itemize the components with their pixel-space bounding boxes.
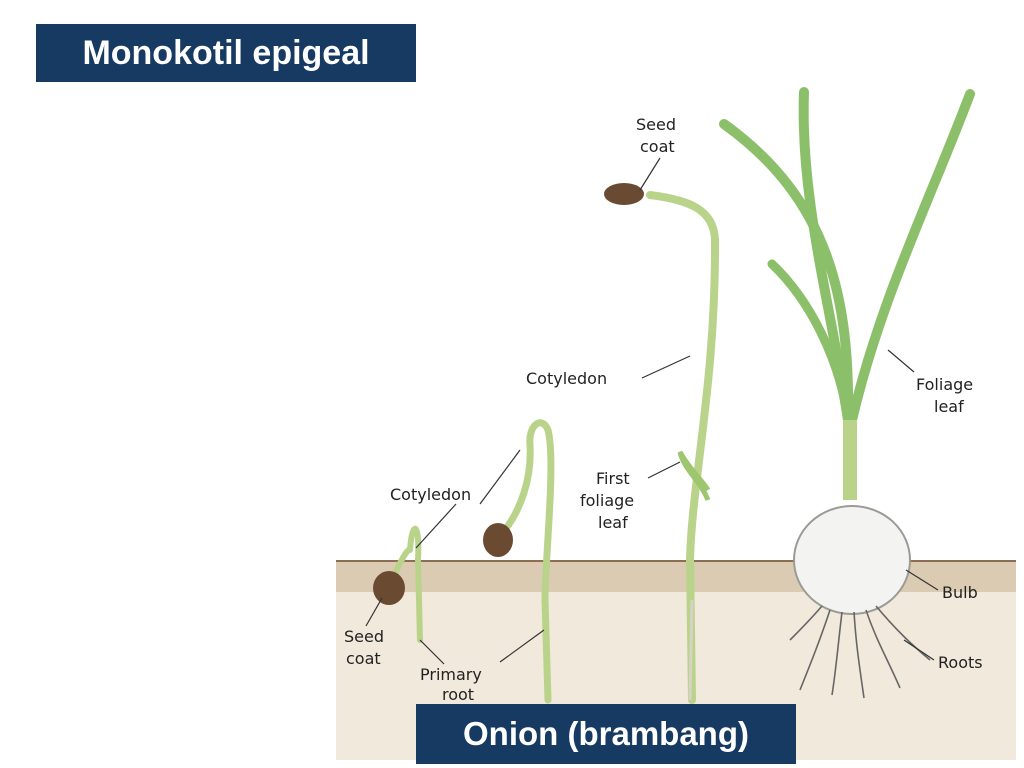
seed-coat-icon: [373, 571, 405, 605]
onion-plant: [719, 87, 975, 699]
seedling-stage-2: [483, 419, 555, 704]
roots-icon: [789, 605, 931, 699]
label-seed-coat-top-line2: coat: [640, 137, 675, 156]
diagram-caption: Onion (brambang): [416, 704, 796, 764]
label-primary-root-line2: root: [442, 685, 474, 704]
label-first-foliage-line2: foliage: [580, 491, 634, 510]
seedling-stage-3: [604, 183, 720, 704]
label-cotyledon-upper: Cotyledon: [526, 369, 607, 388]
label-roots: Roots: [938, 653, 983, 672]
seedling-stage-1: [373, 525, 423, 643]
label-first-foliage-line3: leaf: [598, 513, 628, 532]
label-cotyledon-lower: Cotyledon: [390, 485, 471, 504]
label-seed-coat-top-line1: Seed: [636, 115, 676, 134]
label-first-foliage-line1: First: [596, 469, 630, 488]
seed-coat-icon: [604, 183, 644, 205]
label-foliage-leaf-line1: Foliage: [916, 375, 973, 394]
label-seed-coat-low-line2: coat: [346, 649, 381, 668]
seed-coat-icon: [483, 523, 513, 557]
slide-title: Monokotil epigeal: [36, 24, 416, 82]
label-seed-coat-low-line1: Seed: [344, 627, 384, 646]
bulb-icon: [793, 505, 911, 615]
leader-lines: [365, 157, 939, 665]
label-bulb: Bulb: [942, 583, 978, 602]
label-foliage-leaf-line2: leaf: [934, 397, 964, 416]
label-primary-root-line1: Primary: [420, 665, 482, 684]
